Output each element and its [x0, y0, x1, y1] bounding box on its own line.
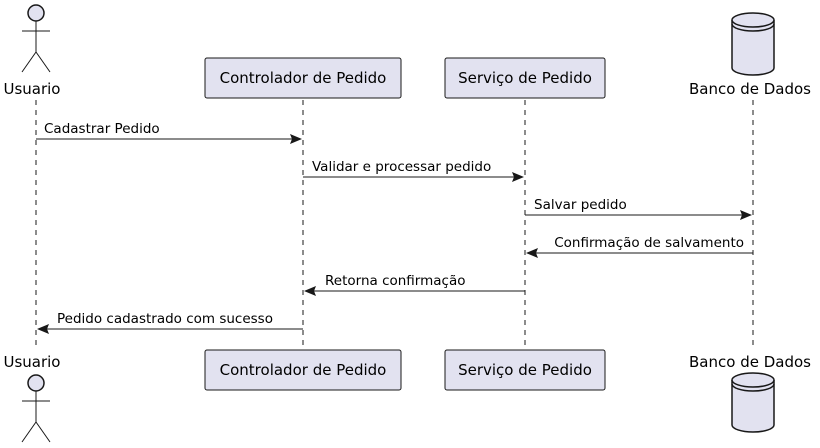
participant-controlador-top-box: [204, 57, 402, 99]
participant-servico-top-box: [444, 57, 606, 99]
participant-usuario-top-label: Usuario: [3, 80, 60, 98]
message-1-label: Cadastrar Pedido: [44, 121, 160, 137]
participant-controlador-bottom-box: [204, 349, 402, 391]
message-2: Validar e processar pedido: [303, 159, 524, 182]
message-1: Cadastrar Pedido: [36, 121, 302, 144]
message-6: Pedido cadastrado com sucesso: [37, 311, 303, 334]
message-5: Retorna confirmação: [304, 273, 525, 296]
message-3: Salvar pedido: [525, 197, 752, 220]
arrow-head: [512, 172, 524, 182]
database-banco-top-icon: [731, 12, 775, 76]
participant-servico-top-label: Serviço de Pedido: [458, 69, 592, 87]
message-3-label: Salvar pedido: [534, 197, 627, 213]
arrow-head: [526, 248, 538, 258]
arrow-head: [740, 210, 752, 220]
participant-banco-top-label: Banco de Dados: [689, 80, 811, 98]
message-4-label: Confirmação de salvamento: [554, 235, 744, 251]
participant-servico-bottom-box: [444, 349, 606, 391]
arrow-head: [290, 134, 302, 144]
message-6-label: Pedido cadastrado com sucesso: [57, 311, 273, 327]
participant-banco-bottom-label: Banco de Dados: [689, 353, 811, 371]
participant-servico-bottom-label: Serviço de Pedido: [458, 361, 592, 379]
message-5-label: Retorna confirmação: [325, 273, 466, 289]
database-banco-bottom-icon: [731, 372, 775, 433]
participant-controlador-bottom-label: Controlador de Pedido: [220, 361, 387, 379]
message-2-label: Validar e processar pedido: [312, 159, 491, 175]
actor-usuario-bottom-icon: [21, 374, 51, 443]
arrow-head: [37, 324, 49, 334]
arrow-head: [304, 286, 316, 296]
participant-usuario-bottom-label: Usuario: [3, 353, 60, 371]
participant-controlador-top-label: Controlador de Pedido: [220, 69, 387, 87]
message-4: Confirmação de salvamento: [526, 235, 753, 258]
actor-usuario-top-icon: [21, 4, 51, 73]
